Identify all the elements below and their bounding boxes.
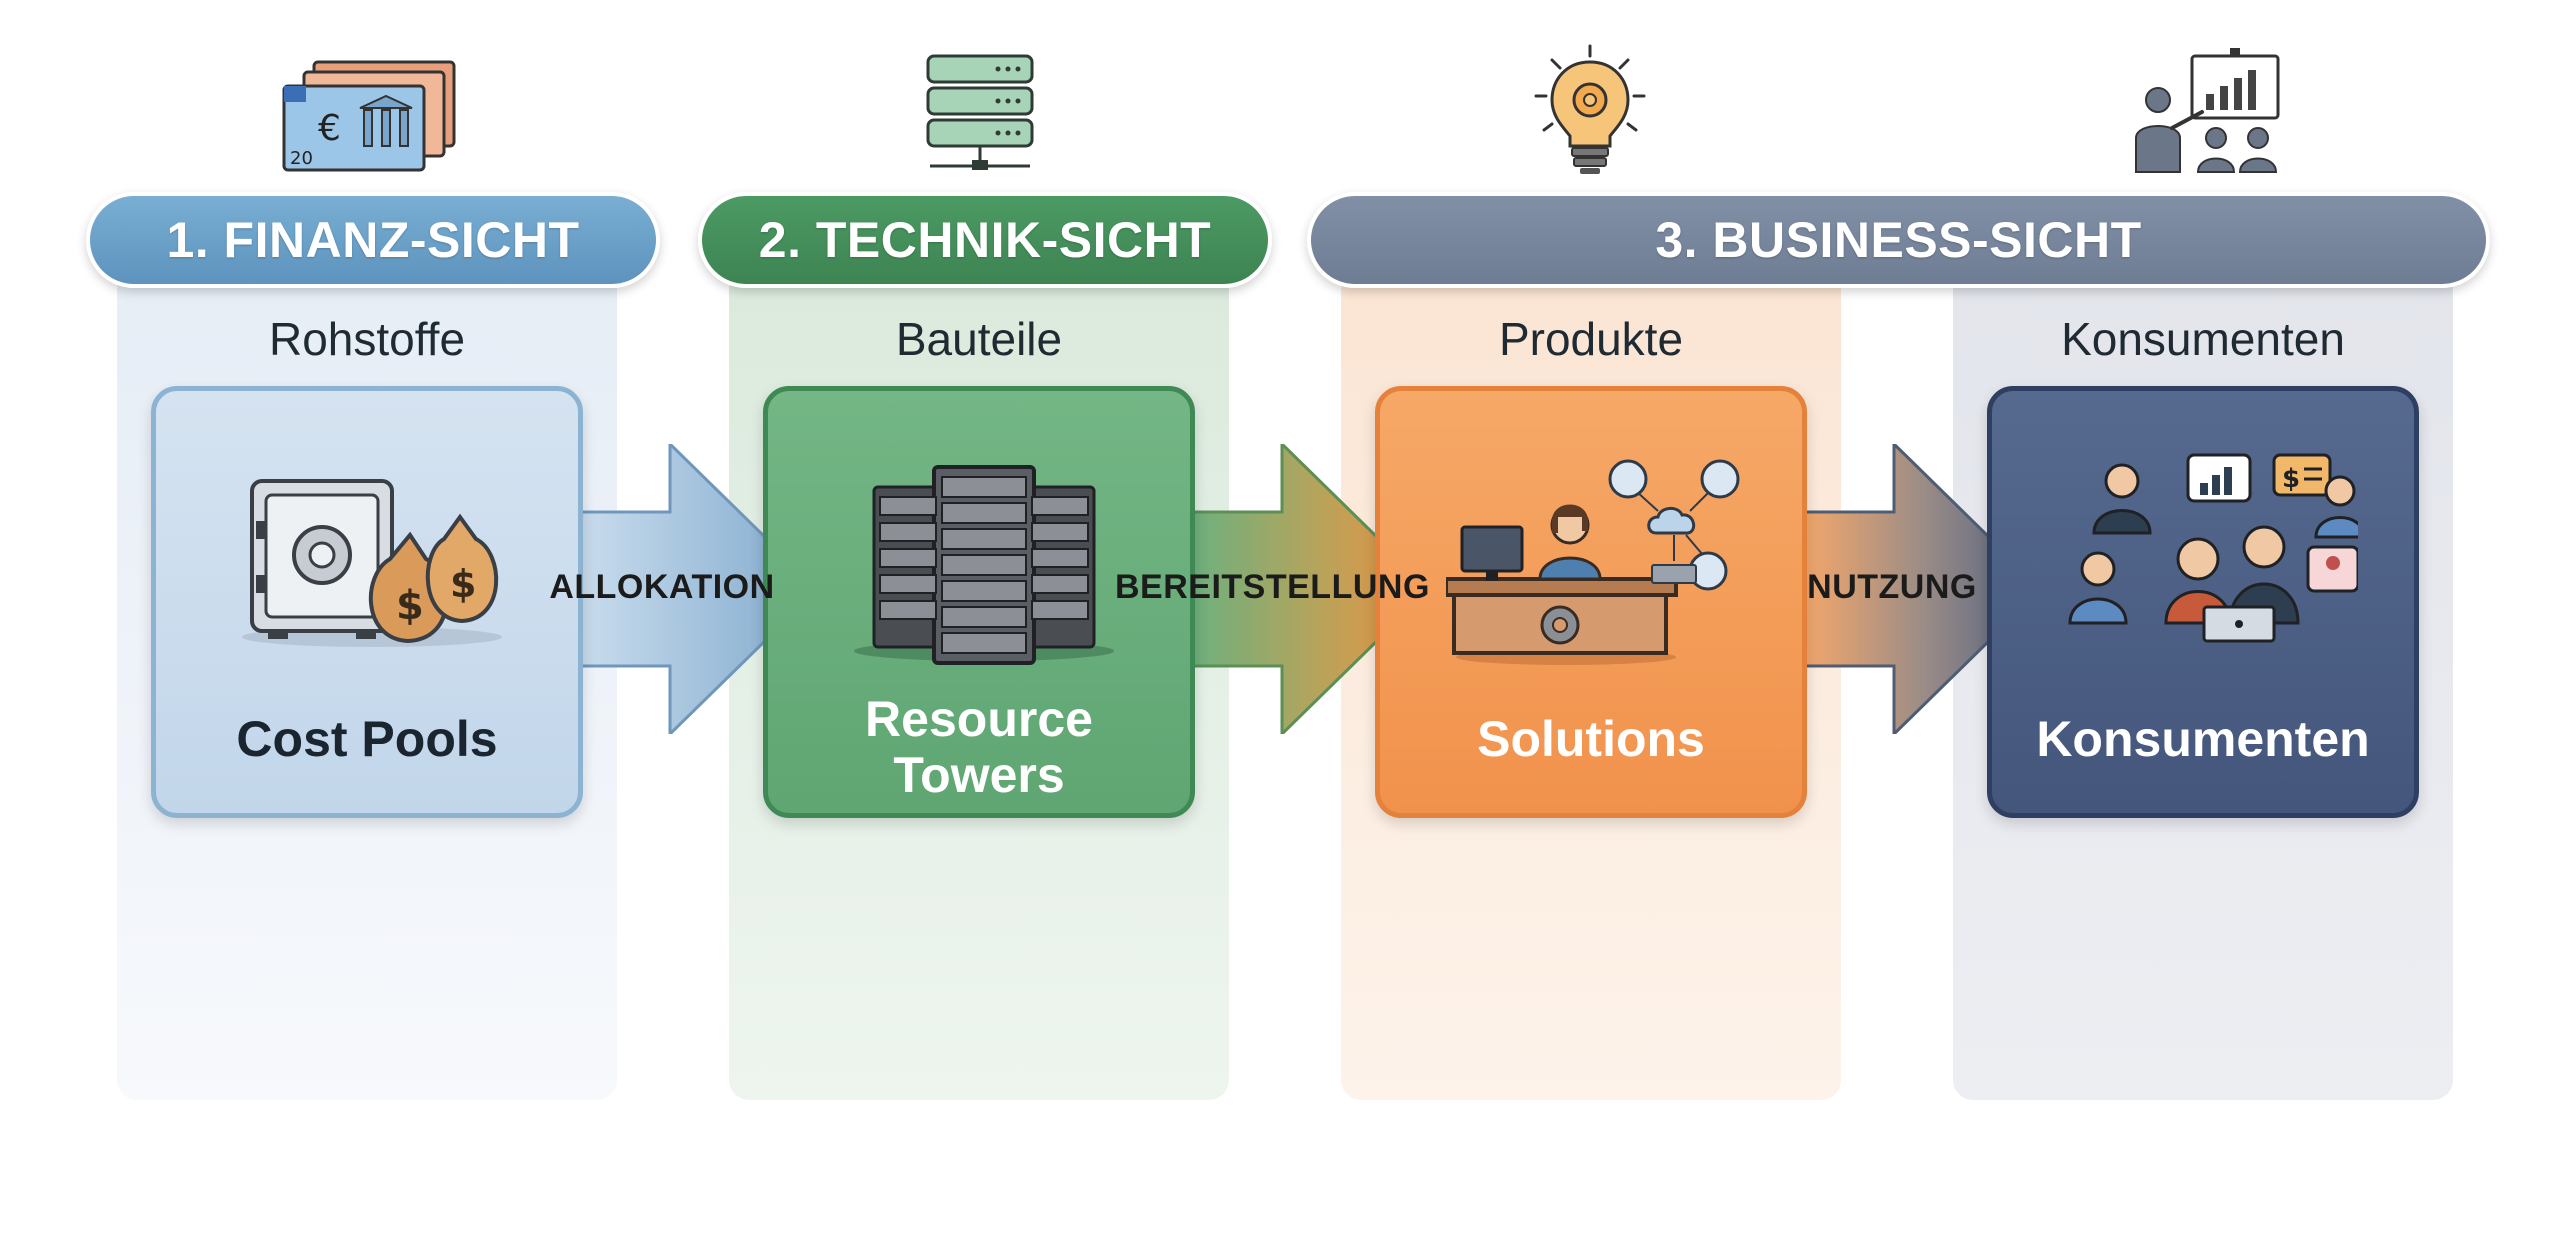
card-solutions: Solutions [1375, 386, 1807, 818]
svg-text:20: 20 [290, 148, 313, 169]
svg-text:$: $ [450, 562, 476, 606]
arrow-nutzung [1804, 444, 2044, 734]
card-label-resource-towers: Resource Towers [865, 691, 1093, 803]
card-label-cost-pools: Cost Pools [236, 711, 498, 767]
card-konsumenten: $ Konsumenten [1987, 386, 2419, 818]
card-label-solutions: Solutions [1477, 711, 1705, 767]
server-racks-icon [854, 465, 1114, 665]
server-stack-icon [926, 54, 1034, 170]
service-desk-icon [1446, 459, 1740, 665]
arrow-label-allokation: ALLOKATION [549, 568, 775, 606]
card-resource-towers: Resource Towers [763, 386, 1195, 818]
sublabel-konsumenten: Konsumenten [2061, 313, 2345, 365]
header-finanz-sicht: 1. FINANZ-SICHT [86, 192, 660, 288]
header-technik-sicht: 2. TECHNIK-SICHT [698, 192, 1272, 288]
arrow-allokation [580, 444, 820, 734]
lightbulb-gear-icon [1534, 44, 1646, 174]
card-label-konsumenten: Konsumenten [2036, 711, 2370, 767]
arrow-label-bereitstellung: BEREITSTELLUNG [1115, 568, 1430, 606]
money-bills-icon: € 20 [282, 60, 456, 172]
header-business-sicht: 3. BUSINESS-SICHT [1307, 192, 2490, 288]
presenter-audience-icon [2135, 48, 2280, 173]
svg-text:$: $ [396, 583, 424, 629]
arrow-bereitstellung [1192, 444, 1432, 734]
sublabel-bauteile: Bauteile [895, 313, 1063, 365]
business-people-icon: $ [2068, 453, 2358, 643]
sublabel-produkte: Produkte [1498, 313, 1684, 365]
card-cost-pools: $ $ Cost Pools [151, 386, 583, 818]
arrow-label-nutzung: NUTZUNG [1807, 568, 1977, 606]
svg-text:€: € [318, 108, 341, 149]
svg-text:$: $ [2282, 464, 2300, 494]
sublabel-rohstoffe: Rohstoffe [268, 313, 466, 365]
safe-moneybags-icon: $ $ [242, 479, 502, 647]
